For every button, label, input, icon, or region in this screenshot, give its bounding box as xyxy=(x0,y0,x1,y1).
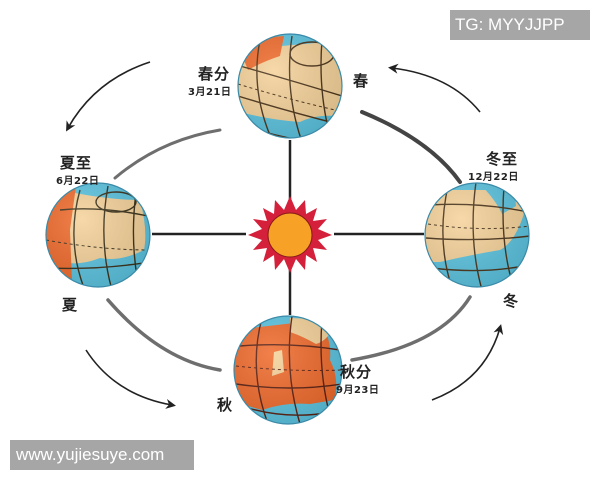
globe-summer xyxy=(45,182,151,288)
sun-connectors xyxy=(152,140,424,315)
label-spring-equinox: 春分 xyxy=(198,65,231,83)
label-summer-date: 6月22日 xyxy=(56,176,100,187)
globe-autumn xyxy=(233,315,343,425)
label-autumn-date: 9月23日 xyxy=(336,385,380,396)
label-spring-date: 3月21日 xyxy=(188,87,232,98)
label-winter-date: 12月22日 xyxy=(468,172,519,183)
watermark-website: www.yujiesuye.com xyxy=(10,440,194,470)
label-summer-solstice: 夏至 xyxy=(60,154,93,172)
label-season-winter: 冬 xyxy=(503,292,520,310)
direction-arrows xyxy=(66,61,504,409)
label-season-spring: 春 xyxy=(353,72,370,90)
globe-winter xyxy=(424,182,530,288)
sun-icon xyxy=(248,196,332,273)
orbit-arcs xyxy=(106,110,472,372)
label-autumn-equinox: 秋分 xyxy=(340,363,373,381)
watermark-telegram: TG: MYYJJPP xyxy=(450,10,590,40)
label-season-autumn: 秋 xyxy=(217,396,234,414)
label-winter-solstice: 冬至 xyxy=(486,150,519,168)
label-season-summer: 夏 xyxy=(62,296,79,314)
globe-spring xyxy=(237,33,343,139)
